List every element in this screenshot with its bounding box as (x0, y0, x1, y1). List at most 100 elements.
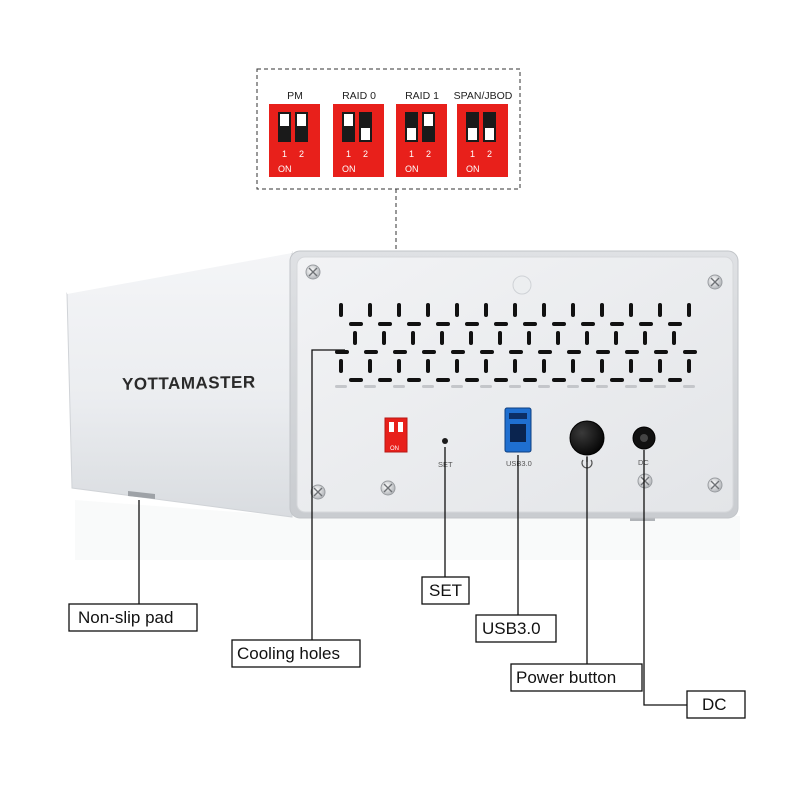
cooling-hole (672, 331, 676, 345)
dip-switch-on-text: ON (278, 164, 292, 174)
usb-port-contacts (509, 413, 527, 419)
cooling-hole (581, 378, 595, 382)
cooling-hole (654, 350, 668, 354)
cooling-hole (629, 359, 633, 373)
dip-mode-label: RAID 1 (405, 90, 439, 102)
cooling-hole (527, 331, 531, 345)
callout-power-button: Power button (510, 663, 643, 692)
cooling-hole (658, 303, 662, 317)
cooling-hole (484, 359, 488, 373)
dip-mode-3: RAID 1 1 2ON (396, 90, 447, 177)
dip-mode-label: PM (287, 90, 303, 102)
cooling-hole (513, 303, 517, 317)
device-dip-on-text: ON (390, 446, 399, 452)
cooling-hole (654, 385, 666, 388)
cooling-hole (683, 350, 697, 354)
cooling-hole (494, 322, 508, 326)
cooling-hole (378, 322, 392, 326)
dip-switch-toggle-1 (407, 128, 416, 140)
screw-icon (637, 473, 653, 489)
cooling-hole (567, 385, 579, 388)
dip-switch-number: 1 (346, 149, 351, 159)
cooling-hole (426, 359, 430, 373)
cooling-hole (422, 350, 436, 354)
dip-switch-body (269, 104, 320, 177)
callout-line-dc (643, 450, 687, 706)
device-dip-switch[interactable]: ON (384, 417, 408, 453)
cooling-hole (668, 378, 682, 382)
cooling-hole (484, 303, 488, 317)
screw-icon (707, 477, 723, 493)
cooling-hole (426, 303, 430, 317)
screw-icon (310, 484, 326, 500)
set-pinhole[interactable] (442, 438, 448, 444)
screw-icon (707, 274, 723, 290)
screw-icon (305, 264, 321, 280)
cooling-hole (455, 303, 459, 317)
dip-switch-toggle-1 (344, 114, 353, 126)
cooling-hole (538, 385, 550, 388)
cooling-hole (436, 378, 450, 382)
power-button[interactable] (569, 420, 605, 456)
cooling-hole (339, 359, 343, 373)
cooling-hole (339, 303, 343, 317)
brand-logo: YOTTAMASTER (122, 373, 256, 394)
cooling-hole (451, 350, 465, 354)
floor-reflection (75, 500, 740, 560)
callout-usb-text: USB3.0 (482, 619, 541, 638)
cooling-hole (538, 350, 552, 354)
cooling-hole (480, 385, 492, 388)
cooling-hole (436, 322, 450, 326)
device-dip-toggle-1 (389, 422, 394, 432)
usb-port-label: USB3.0 (506, 459, 532, 468)
cooling-hole (683, 385, 695, 388)
dip-switch-toggle-2 (297, 114, 306, 126)
callout-usb: USB3.0 (475, 614, 557, 643)
cooling-hole (382, 331, 386, 345)
dip-switch-body (396, 104, 447, 177)
callout-dc: DC (686, 690, 746, 719)
cooling-hole (600, 303, 604, 317)
cooling-hole (552, 378, 566, 382)
callout-lines (138, 349, 687, 706)
cooling-hole (643, 331, 647, 345)
dip-switch-toggle-2 (361, 128, 370, 140)
cooling-hole (610, 378, 624, 382)
dip-switch-toggle-1 (280, 114, 289, 126)
side-top-edge (66, 251, 293, 294)
dip-switch-number: 1 (409, 149, 414, 159)
dip-switch-on-text: ON (405, 164, 419, 174)
dip-switch-on-text: ON (466, 164, 480, 174)
dc-jack-pin (640, 434, 648, 442)
cooling-hole (465, 378, 479, 382)
dip-switch-number: 1 (282, 149, 287, 159)
cooling-hole (368, 303, 372, 317)
cooling-hole (393, 350, 407, 354)
cooling-hole (411, 331, 415, 345)
cooling-hole (552, 322, 566, 326)
cooling-hole (687, 359, 691, 373)
callout-dc-text: DC (702, 695, 727, 714)
cooling-hole (596, 350, 610, 354)
cooling-hole (393, 385, 405, 388)
callout-cooling-holes-text: Cooling holes (237, 644, 340, 663)
cooling-hole (407, 378, 421, 382)
dip-switch-number: 2 (363, 149, 368, 159)
dip-mode-label: SPAN/JBOD (454, 90, 513, 102)
cooling-hole (349, 378, 363, 382)
cooling-hole (378, 378, 392, 382)
cooling-hole (494, 378, 508, 382)
dip-switch-number: 2 (426, 149, 431, 159)
callout-set-text: SET (429, 581, 462, 600)
cooling-hole (523, 378, 537, 382)
dip-switch-body (333, 104, 384, 177)
dip-switch-number: 1 (470, 149, 475, 159)
usb-port[interactable] (504, 407, 532, 453)
cooling-hole (629, 303, 633, 317)
usb-port-socket (510, 424, 526, 442)
cooling-hole (658, 359, 662, 373)
